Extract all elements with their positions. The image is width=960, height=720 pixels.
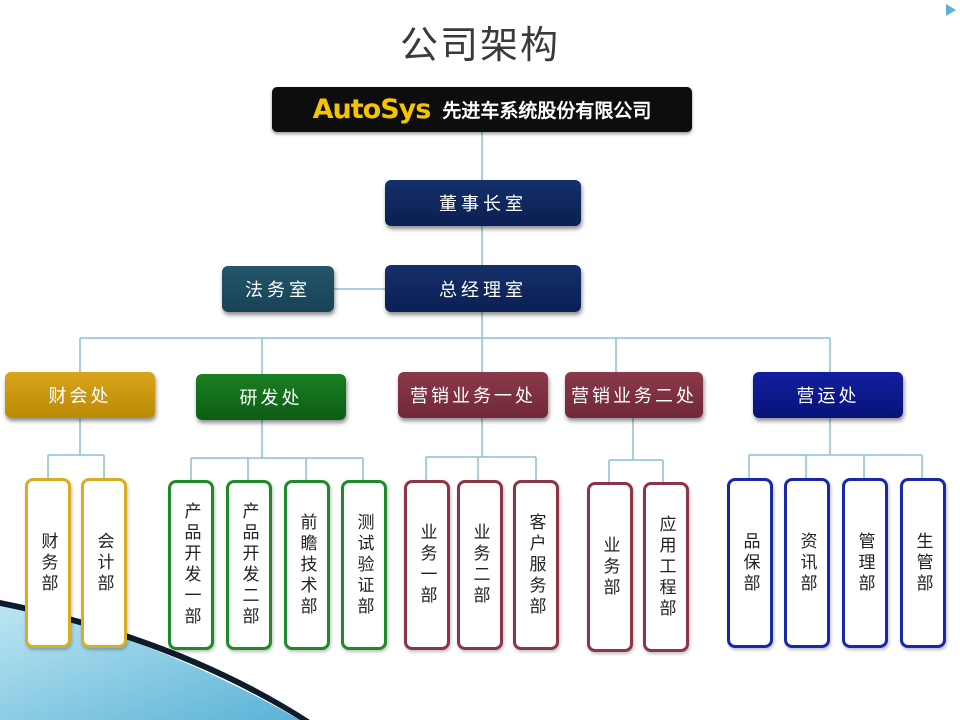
sub-dept-label: 业务一部: [416, 523, 437, 607]
general-manager-office-box: 总经理室: [385, 265, 581, 312]
page-title: 公司架构: [399, 23, 560, 67]
sub-dept-label: 财务部: [37, 531, 58, 595]
sub-dept-label: 品保部: [739, 531, 760, 595]
sub-dept-box: 前瞻技术部: [284, 480, 330, 650]
chairman-office-box: 董事长室: [385, 180, 581, 226]
dept-rnd-box: 研发处: [196, 374, 346, 420]
sub-dept-label: 应用工程部: [655, 514, 676, 620]
sub-dept-label: 会计部: [93, 531, 114, 595]
sub-dept-box: 会计部: [81, 478, 127, 648]
dept-sales2-box: 营销业务二处: [565, 372, 703, 418]
sub-dept-label: 产品开发二部: [238, 502, 259, 628]
sub-dept-box: 品保部: [727, 478, 773, 648]
sub-dept-box: 产品开发一部: [168, 480, 214, 650]
sub-dept-label: 业务部: [599, 535, 620, 599]
sub-dept-box: 产品开发二部: [226, 480, 272, 650]
sub-dept-box: 业务二部: [457, 480, 503, 650]
dept-ops-box: 营运处: [753, 372, 903, 418]
dept-finance-box: 财会处: [5, 372, 155, 418]
sub-dept-box: 业务一部: [404, 480, 450, 650]
sub-dept-label: 产品开发一部: [180, 502, 201, 628]
sub-dept-label: 管理部: [854, 531, 875, 595]
company-box: AutoSys 先进车系统股份有限公司: [272, 87, 692, 132]
sub-dept-label: 资讯部: [796, 531, 817, 595]
sub-dept-box: 测试验证部: [341, 480, 387, 650]
sub-dept-box: 财务部: [25, 478, 71, 648]
play-icon: [946, 4, 956, 16]
dept-sales1-box: 营销业务一处: [398, 372, 548, 418]
company-name: 先进车系统股份有限公司: [442, 100, 652, 122]
company-logo: AutoSys: [312, 94, 432, 125]
sub-dept-box: 客户服务部: [513, 480, 559, 650]
sub-dept-label: 业务二部: [469, 523, 490, 607]
sub-dept-label: 生管部: [912, 531, 933, 595]
sub-dept-box: 管理部: [842, 478, 888, 648]
sub-dept-label: 测试验证部: [353, 512, 374, 618]
sub-dept-label: 前瞻技术部: [296, 512, 317, 618]
sub-dept-label: 客户服务部: [525, 512, 546, 618]
sub-dept-box: 生管部: [900, 478, 946, 648]
legal-office-box: 法务室: [222, 266, 334, 312]
sub-dept-box: 应用工程部: [643, 482, 689, 652]
sub-dept-box: 业务部: [587, 482, 633, 652]
sub-dept-box: 资讯部: [784, 478, 830, 648]
